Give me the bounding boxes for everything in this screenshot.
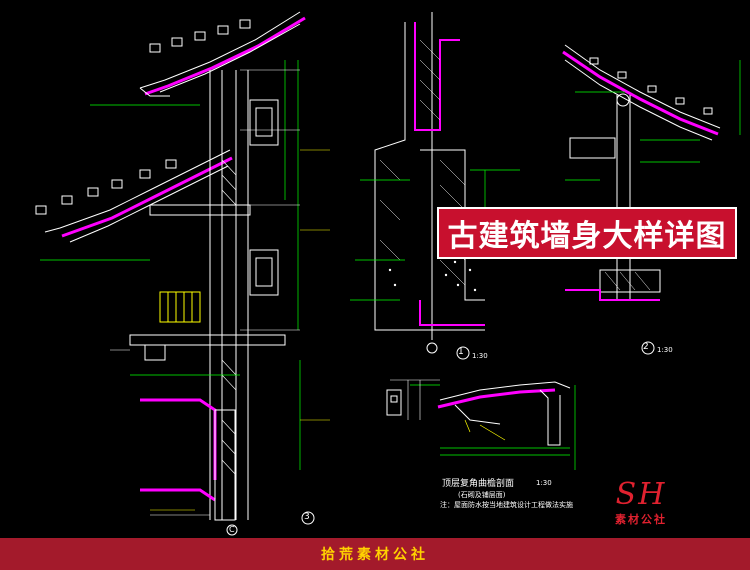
eave-section-subtitle: (石砌及铺层面) xyxy=(458,491,506,499)
page-title: 古建筑墙身大样详图 xyxy=(447,219,727,254)
detail-marker-c: C xyxy=(229,525,235,534)
eave-section-title: 顶层复角曲檐剖面 xyxy=(442,479,515,489)
wall-detail-1 xyxy=(350,12,520,360)
eave-section-note: 注：屋面防水按当地建筑设计工程做法实施 xyxy=(440,501,573,509)
footer-text: 拾荒素材公社 xyxy=(321,547,429,563)
detail-marker-2: 2 xyxy=(643,342,649,352)
title-banner: 古建筑墙身大样详图 xyxy=(437,207,737,259)
logo-mark: SH xyxy=(615,477,667,512)
wall-section-left xyxy=(35,11,330,536)
logo-subtitle: 素材公社 xyxy=(615,513,667,526)
eave-section-scale: 1:30 xyxy=(536,479,552,487)
footer-bar: 拾荒素材公社 xyxy=(0,538,750,570)
detail-scale-1: 1:30 xyxy=(472,352,488,360)
detail-marker-1: 1 xyxy=(458,347,464,357)
sh-logo: SH 素材公社 xyxy=(596,480,686,528)
detail-marker-3: 3 xyxy=(304,512,310,522)
detail-scale-2: 1:30 xyxy=(657,346,673,354)
top-eave-section xyxy=(386,379,576,470)
eave-detail-2 xyxy=(562,44,741,355)
cad-drawing-area xyxy=(35,11,741,536)
